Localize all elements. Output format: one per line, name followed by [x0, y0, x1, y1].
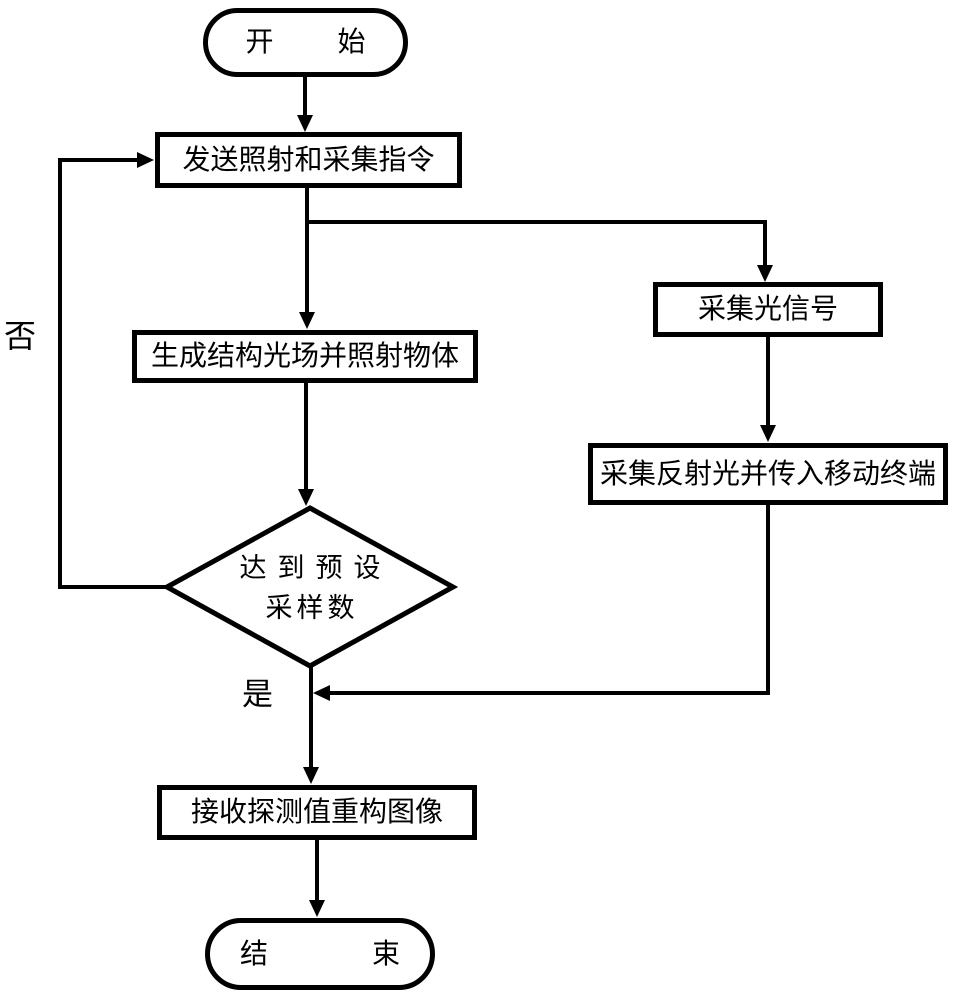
edge-start-to-send — [297, 77, 313, 132]
node-collect-reflect-label: 采集反射光并传入移动终端 — [599, 457, 936, 489]
node-send-command: 发送照射和采集指令 — [155, 132, 462, 188]
edge-label-yes: 是 — [242, 677, 273, 712]
node-generate-field-label: 生成结构光场并照射物体 — [150, 340, 459, 372]
edge-label-no: 否 — [4, 318, 37, 354]
node-decision: 达到预设 采样数 — [190, 546, 430, 630]
edge-reflect-to-merge — [313, 505, 770, 701]
node-end-label: 结束 — [240, 937, 505, 969]
edge-send-to-collect-signal — [307, 220, 773, 282]
node-end: 结束 — [205, 918, 435, 990]
node-collect-signal-label: 采集光信号 — [697, 293, 838, 325]
edge-decision-no-loop — [58, 152, 167, 589]
edge-send-to-generate — [299, 188, 315, 329]
node-decision-label-line2: 采样数 — [265, 593, 359, 623]
edge-collect-signal-to-reflect — [760, 337, 776, 442]
node-reconstruct-label: 接收探测值重构图像 — [190, 796, 443, 828]
node-collect-signal: 采集光信号 — [653, 282, 883, 337]
node-start-label: 开始 — [245, 26, 430, 58]
node-start: 开始 — [203, 8, 408, 77]
node-decision-label-line1: 达到预设 — [239, 553, 392, 583]
edge-decision-yes-to-reconstruct — [303, 666, 319, 784]
node-collect-reflect: 采集反射光并传入移动终端 — [588, 443, 948, 505]
node-send-command-label: 发送照射和采集指令 — [182, 143, 435, 175]
edge-reconstruct-to-end — [309, 840, 325, 917]
edge-generate-to-decision — [298, 383, 314, 506]
node-generate-field: 生成结构光场并照射物体 — [132, 330, 478, 383]
node-reconstruct: 接收探测值重构图像 — [157, 785, 477, 840]
